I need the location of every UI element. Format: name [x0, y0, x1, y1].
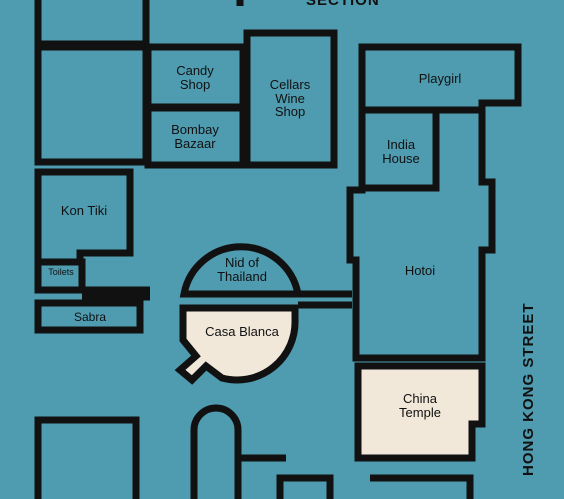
label-china-temple: China Temple [399, 391, 441, 420]
block-bombay-bazaar [144, 104, 247, 169]
label-cellars-wine-shop: Cellars Wine Shop [269, 77, 311, 120]
block-left-upper [34, 43, 150, 166]
label-playgirl: Playgirl [418, 71, 462, 86]
block-toilets [34, 258, 86, 294]
block-casa-blanca [174, 304, 299, 385]
label-hotoi: Hotoi [404, 263, 436, 278]
label-casa-blanca: Casa Blanca [205, 324, 279, 339]
block-sabra [34, 299, 144, 334]
block-hotoi [346, 106, 496, 362]
wall-mid-connector [298, 290, 352, 309]
label-sabra: Sabra [73, 310, 107, 324]
label-india-house: India House [382, 137, 420, 166]
block-bottom-right [276, 474, 474, 499]
block-bottom-left [34, 416, 140, 499]
label-nid-of-thailand: Nid of Thailand [217, 255, 267, 284]
bottom-corridor [190, 404, 242, 499]
section-header: SECTION [306, 0, 380, 9]
street-label-hong-kong-street: HONG KONG STREET [520, 302, 537, 476]
label-bombay-bazaar: Bombay Bazaar [171, 122, 219, 151]
block-nid-of-thailand [179, 243, 303, 298]
wall-left-connector [82, 286, 150, 301]
block-china-temple [354, 362, 486, 462]
label-candy-shop: Candy Shop [176, 63, 214, 92]
block-cellars-wine-shop [243, 29, 338, 169]
label-toilets: Toilets [48, 267, 74, 277]
top-wall-left [34, 0, 150, 48]
label-kon-tiki: Kon Tiki [60, 203, 108, 218]
